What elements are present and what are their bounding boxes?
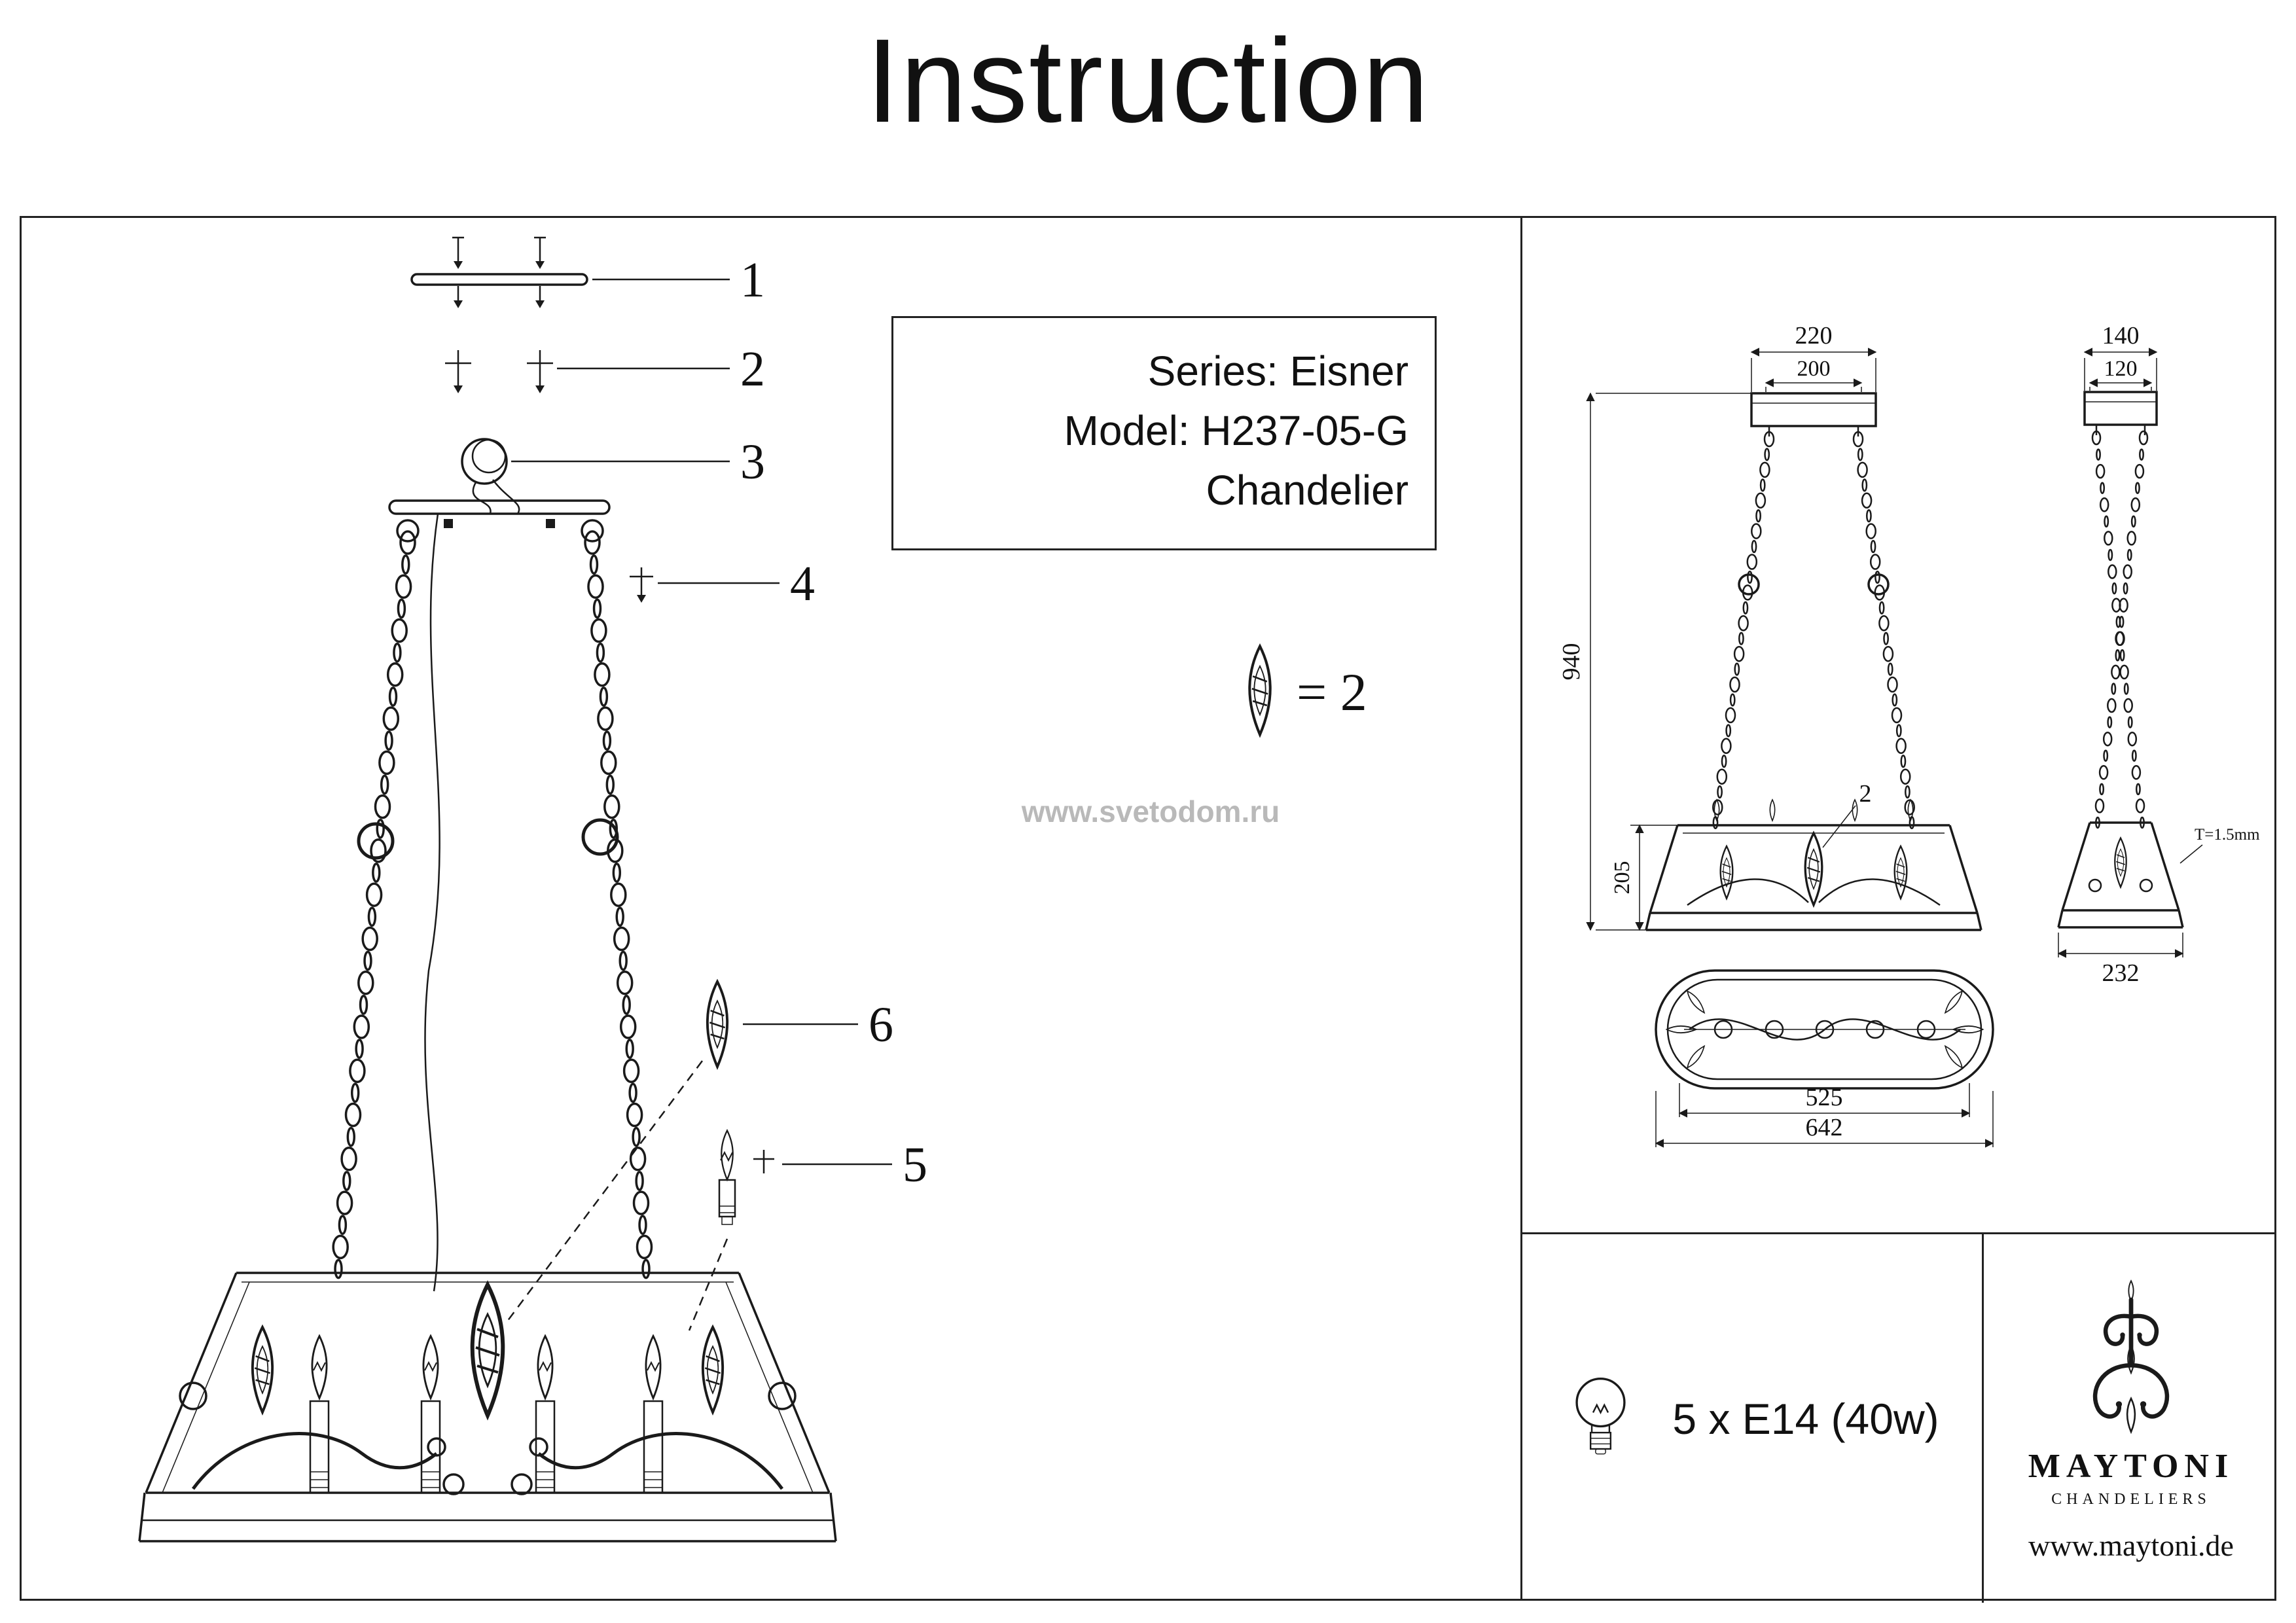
power-cord [424, 513, 440, 1292]
brand-panel: MAYTONI CHANDELIERS www.maytoni.de [1984, 1234, 2278, 1603]
dim-front-outer-top: 220 [1795, 322, 1833, 349]
crystal-placement-dashed-line [506, 1060, 704, 1322]
brand-name: MAYTONI [2028, 1448, 2234, 1485]
main-frame: 1 2 3 [20, 216, 2278, 1603]
brand-flourish-icon [2092, 1280, 2200, 1433]
divider-horizontal-right [1520, 1232, 2274, 1234]
bulb-icon [1575, 1377, 1626, 1454]
wire-connector-part [461, 438, 520, 514]
left-chain [332, 530, 416, 1279]
part-label-6: 6 [869, 997, 893, 1052]
bulb-spec-text: 5 x E14 (40w) [1672, 1394, 1939, 1443]
leader-crystal-ref [1822, 805, 1856, 848]
right-chain-ring [581, 818, 619, 856]
ceiling-plate-part [410, 236, 588, 308]
dim-shade-height: 205 [1610, 861, 1634, 895]
exploded-view-drawing: 1 2 3 [138, 236, 1367, 1543]
dim-side-inner-top: 120 [2104, 357, 2138, 381]
series-text: Series: Eisner [1147, 348, 1408, 395]
part-label-2: 2 [740, 342, 765, 397]
right-chain [584, 530, 653, 1279]
thickness-note: T=1.5mm [2195, 826, 2260, 844]
dim-side-bottom: 232 [2102, 959, 2140, 987]
part-label-5: 5 [903, 1137, 927, 1192]
crystal-quantity-icon [1249, 647, 1270, 735]
side-view: 140 120 T=1.5mm [2057, 322, 2260, 987]
part-label-3: 3 [740, 435, 765, 490]
left-chain-ring [357, 822, 395, 860]
dim-side-outer-top: 140 [2102, 322, 2140, 349]
model-text: Model: H237-05-G [1064, 406, 1408, 454]
dim-front-height: 940 [1558, 643, 1585, 681]
crystal-drop-part [708, 982, 727, 1067]
page-title: Instruction [866, 14, 1430, 147]
screw-part [630, 567, 653, 603]
crystal-quantity-text: = 2 [1297, 662, 1367, 722]
brand-website: www.maytoni.de [2028, 1529, 2234, 1562]
dimension-drawings: 220 200 [1558, 322, 2260, 1148]
part-label-1: 1 [740, 253, 765, 308]
watermark-text: www.svetodom.ru [1021, 794, 1280, 829]
crystal-ref-label: 2 [1859, 780, 1872, 808]
front-view: 220 200 [1558, 322, 1982, 931]
divider-vertical-bottom [1982, 1232, 1984, 1603]
dim-plan-inner: 525 [1806, 1084, 1843, 1111]
model-info-box: Series: Eisner Model: H237-05-G Chandeli… [891, 316, 1437, 550]
brand-tagline: CHANDELIERS [2051, 1491, 2211, 1508]
bulb-placement-dashed-line [688, 1238, 728, 1331]
dim-front-inner-top: 200 [1797, 357, 1831, 381]
chandelier-body-drawing [138, 1272, 837, 1543]
toggle-screws-part [445, 350, 553, 393]
leader-thickness [2179, 844, 2203, 864]
dim-plan-outer: 642 [1806, 1114, 1843, 1141]
mounting-plate [388, 499, 611, 543]
type-text: Chandelier [1206, 466, 1408, 514]
part-label-4: 4 [790, 556, 815, 611]
bulb-part [718, 1130, 774, 1225]
divider-vertical-main [1520, 218, 1522, 1599]
plan-view: 525 642 [1655, 969, 1994, 1148]
bulb-spec-panel: 5 x E14 (40w) [1520, 1234, 1982, 1603]
